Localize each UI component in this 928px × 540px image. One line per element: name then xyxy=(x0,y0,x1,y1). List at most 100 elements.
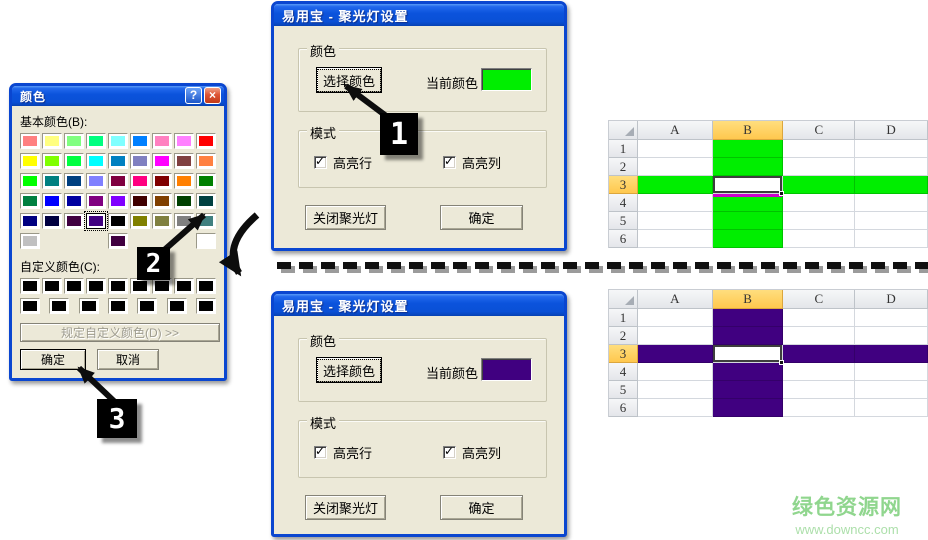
custom-color-swatch[interactable] xyxy=(196,278,216,294)
cell-B5[interactable] xyxy=(712,212,784,230)
basic-color-swatch[interactable] xyxy=(130,153,150,169)
cell-A6[interactable] xyxy=(637,230,713,248)
basic-color-swatch[interactable] xyxy=(86,153,106,169)
cell-C3[interactable] xyxy=(783,345,856,363)
cell-C5[interactable] xyxy=(783,381,856,399)
cell-A4[interactable] xyxy=(637,194,713,212)
basic-color-swatch[interactable] xyxy=(108,173,128,189)
row-header-1[interactable]: 1 xyxy=(609,140,638,158)
spotlight-ok-button[interactable]: 确定 xyxy=(440,205,523,230)
cell-B2[interactable] xyxy=(712,158,784,176)
cell-A5[interactable] xyxy=(637,212,713,230)
cell-B4[interactable] xyxy=(712,194,784,212)
basic-color-swatch[interactable] xyxy=(174,193,194,209)
cell-C2[interactable] xyxy=(783,158,856,176)
basic-color-swatch[interactable] xyxy=(42,133,62,149)
highlight-col-checkbox[interactable]: ✓ 高亮列 xyxy=(443,153,501,172)
cell-C4[interactable] xyxy=(783,363,856,381)
cell-D4[interactable] xyxy=(855,194,928,212)
cell-D6[interactable] xyxy=(855,230,928,248)
cell-A3[interactable] xyxy=(637,176,713,194)
cell-A1[interactable] xyxy=(637,309,713,327)
cell-C1[interactable] xyxy=(783,309,856,327)
basic-color-swatch[interactable] xyxy=(42,153,62,169)
custom-color-swatch[interactable] xyxy=(64,278,84,294)
custom-color-swatch[interactable] xyxy=(152,278,172,294)
row-header-4[interactable]: 4 xyxy=(609,363,638,381)
cell-D3[interactable] xyxy=(855,176,928,194)
cell-B3[interactable] xyxy=(712,345,785,365)
cell-D5[interactable] xyxy=(855,212,928,230)
column-header-A[interactable]: A xyxy=(637,121,713,140)
cell-A2[interactable] xyxy=(637,327,713,345)
choose-color-button[interactable]: 选择颜色 xyxy=(316,357,382,383)
spotlight-ok-button[interactable]: 确定 xyxy=(440,495,523,520)
cell-D6[interactable] xyxy=(855,399,928,417)
cell-A5[interactable] xyxy=(637,381,713,399)
basic-color-swatch[interactable] xyxy=(130,193,150,209)
cell-B1[interactable] xyxy=(712,140,784,158)
cell-B2[interactable] xyxy=(712,327,784,345)
basic-color-swatch[interactable] xyxy=(130,213,150,229)
fill-handle[interactable] xyxy=(779,360,785,365)
basic-color-swatch[interactable] xyxy=(196,153,216,169)
basic-color-swatch[interactable] xyxy=(64,173,84,189)
basic-color-swatch[interactable] xyxy=(152,153,172,169)
cell-D3[interactable] xyxy=(855,345,928,363)
basic-color-swatch[interactable] xyxy=(108,133,128,149)
cell-B4[interactable] xyxy=(712,363,784,381)
cell-A1[interactable] xyxy=(637,140,713,158)
select-all-corner[interactable] xyxy=(609,290,638,309)
custom-color-swatch[interactable] xyxy=(107,298,128,314)
basic-color-swatch[interactable] xyxy=(196,233,216,249)
basic-color-swatch[interactable] xyxy=(20,233,40,249)
help-button[interactable]: ? xyxy=(185,87,202,104)
cell-C6[interactable] xyxy=(783,230,856,248)
cell-A4[interactable] xyxy=(637,363,713,381)
basic-color-swatch[interactable] xyxy=(152,173,172,189)
custom-color-swatch[interactable] xyxy=(42,278,62,294)
cell-C2[interactable] xyxy=(783,327,856,345)
cell-C5[interactable] xyxy=(783,212,856,230)
basic-color-swatch[interactable] xyxy=(64,193,84,209)
spotlight-top-titlebar[interactable]: 易用宝 - 聚光灯设置 xyxy=(274,4,564,26)
basic-color-swatch[interactable] xyxy=(152,133,172,149)
column-header-A[interactable]: A xyxy=(637,290,713,309)
cell-D5[interactable] xyxy=(855,381,928,399)
row-header-2[interactable]: 2 xyxy=(609,327,638,345)
spotlight-bottom-titlebar[interactable]: 易用宝 - 聚光灯设置 xyxy=(274,294,564,316)
cell-D2[interactable] xyxy=(855,327,928,345)
basic-color-swatch[interactable] xyxy=(196,193,216,209)
basic-color-swatch[interactable] xyxy=(196,133,216,149)
custom-color-swatch[interactable] xyxy=(78,298,99,314)
basic-color-swatch[interactable] xyxy=(64,213,84,229)
basic-color-swatch[interactable] xyxy=(130,173,150,189)
highlight-col-checkbox[interactable]: ✓ 高亮列 xyxy=(443,443,501,462)
basic-color-swatch[interactable] xyxy=(108,213,128,229)
basic-color-swatch[interactable] xyxy=(108,153,128,169)
basic-color-swatch[interactable] xyxy=(42,173,62,189)
highlight-row-checkbox[interactable]: ✓ 高亮行 xyxy=(314,153,372,172)
basic-color-swatch[interactable] xyxy=(86,173,106,189)
cell-C1[interactable] xyxy=(783,140,856,158)
cell-B5[interactable] xyxy=(712,381,784,399)
row-header-6[interactable]: 6 xyxy=(609,230,638,248)
color-ok-button[interactable]: 确定 xyxy=(20,349,86,370)
row-header-3[interactable]: 3 xyxy=(609,176,638,194)
basic-color-swatch[interactable] xyxy=(152,193,172,209)
cell-C3[interactable] xyxy=(783,176,856,194)
basic-color-swatch[interactable] xyxy=(64,153,84,169)
column-header-B[interactable]: B xyxy=(712,290,784,309)
basic-color-swatch[interactable] xyxy=(152,213,172,229)
basic-color-swatch[interactable] xyxy=(174,133,194,149)
custom-color-swatch[interactable] xyxy=(195,298,216,314)
basic-color-swatch[interactable] xyxy=(196,173,216,189)
custom-color-swatch[interactable] xyxy=(49,298,70,314)
row-header-6[interactable]: 6 xyxy=(609,399,638,417)
basic-color-swatch[interactable] xyxy=(174,153,194,169)
choose-color-button[interactable]: 选择颜色 xyxy=(316,67,382,93)
row-header-5[interactable]: 5 xyxy=(609,212,638,230)
basic-color-swatch[interactable] xyxy=(20,193,40,209)
cell-B6[interactable] xyxy=(712,399,784,417)
basic-color-swatch[interactable] xyxy=(20,213,40,229)
